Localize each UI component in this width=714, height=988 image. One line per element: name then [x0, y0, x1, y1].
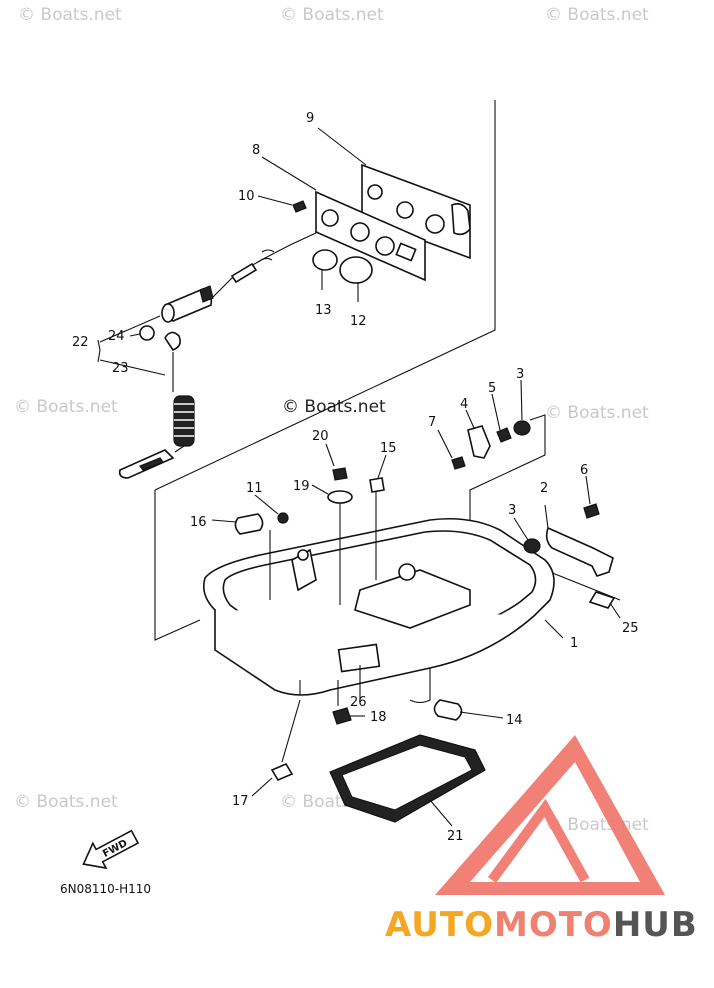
watermark: © Boats.net [14, 792, 118, 812]
callout-15: 15 [380, 441, 397, 456]
callout-12: 12 [350, 314, 367, 329]
callout-23: 23 [112, 361, 129, 376]
callout-9: 9 [306, 111, 314, 126]
watermark: © Boats.net [545, 403, 649, 423]
callout-22: 22 [72, 335, 89, 350]
callout-18: 18 [370, 710, 387, 725]
callout-labels: 1 2 3 3 4 5 6 7 8 9 10 11 12 13 14 15 16… [72, 111, 639, 844]
callout-5: 5 [488, 381, 496, 396]
callout-6: 6 [580, 463, 588, 478]
callout-16: 16 [190, 515, 207, 530]
callout-7: 7 [428, 415, 436, 430]
brand-part-hub: HUB [613, 905, 698, 945]
watermark: © Boats.net [18, 5, 122, 25]
callout-8: 8 [252, 143, 260, 158]
callout-25: 25 [622, 621, 639, 636]
callout-17: 17 [232, 794, 249, 809]
callout-10: 10 [238, 189, 255, 204]
brand-wordmark: AUTOMOTOHUB [385, 905, 698, 945]
watermark: © Boats.net [14, 397, 118, 417]
callout-24: 24 [108, 329, 125, 344]
watermark-highlight: © Boats.net [282, 397, 386, 417]
callout-3: 3 [516, 367, 524, 382]
fwd-arrow-icon: FWD [82, 829, 140, 870]
callout-3b: 3 [508, 503, 516, 518]
callout-14: 14 [506, 713, 523, 728]
callout-19: 19 [293, 479, 310, 494]
brand-part-auto: AUTO [385, 905, 494, 945]
drawing-code: 6N08110-H110 [60, 882, 151, 896]
callout-4: 4 [460, 397, 468, 412]
bottom-cowling-group [202, 414, 621, 823]
switch-panel-group [118, 100, 496, 641]
watermark: © Boats.net [545, 5, 649, 25]
callout-20: 20 [312, 429, 329, 444]
callout-13: 13 [315, 303, 332, 318]
brand-part-moto: MOTO [494, 905, 613, 945]
callout-1: 1 [570, 636, 578, 651]
logo-triangle-icon [435, 735, 665, 895]
callout-11: 11 [246, 481, 263, 496]
lanyard-coil [173, 395, 195, 447]
callout-2: 2 [540, 481, 548, 496]
watermark-layer: © Boats.net © Boats.net © Boats.net © Bo… [14, 5, 649, 835]
watermark: © Boats.net [280, 5, 384, 25]
callout-21: 21 [447, 829, 464, 844]
callout-26: 26 [350, 695, 367, 710]
leader-lines [97, 127, 621, 827]
brand-logo: AUTOMOTOHUB [385, 735, 698, 945]
